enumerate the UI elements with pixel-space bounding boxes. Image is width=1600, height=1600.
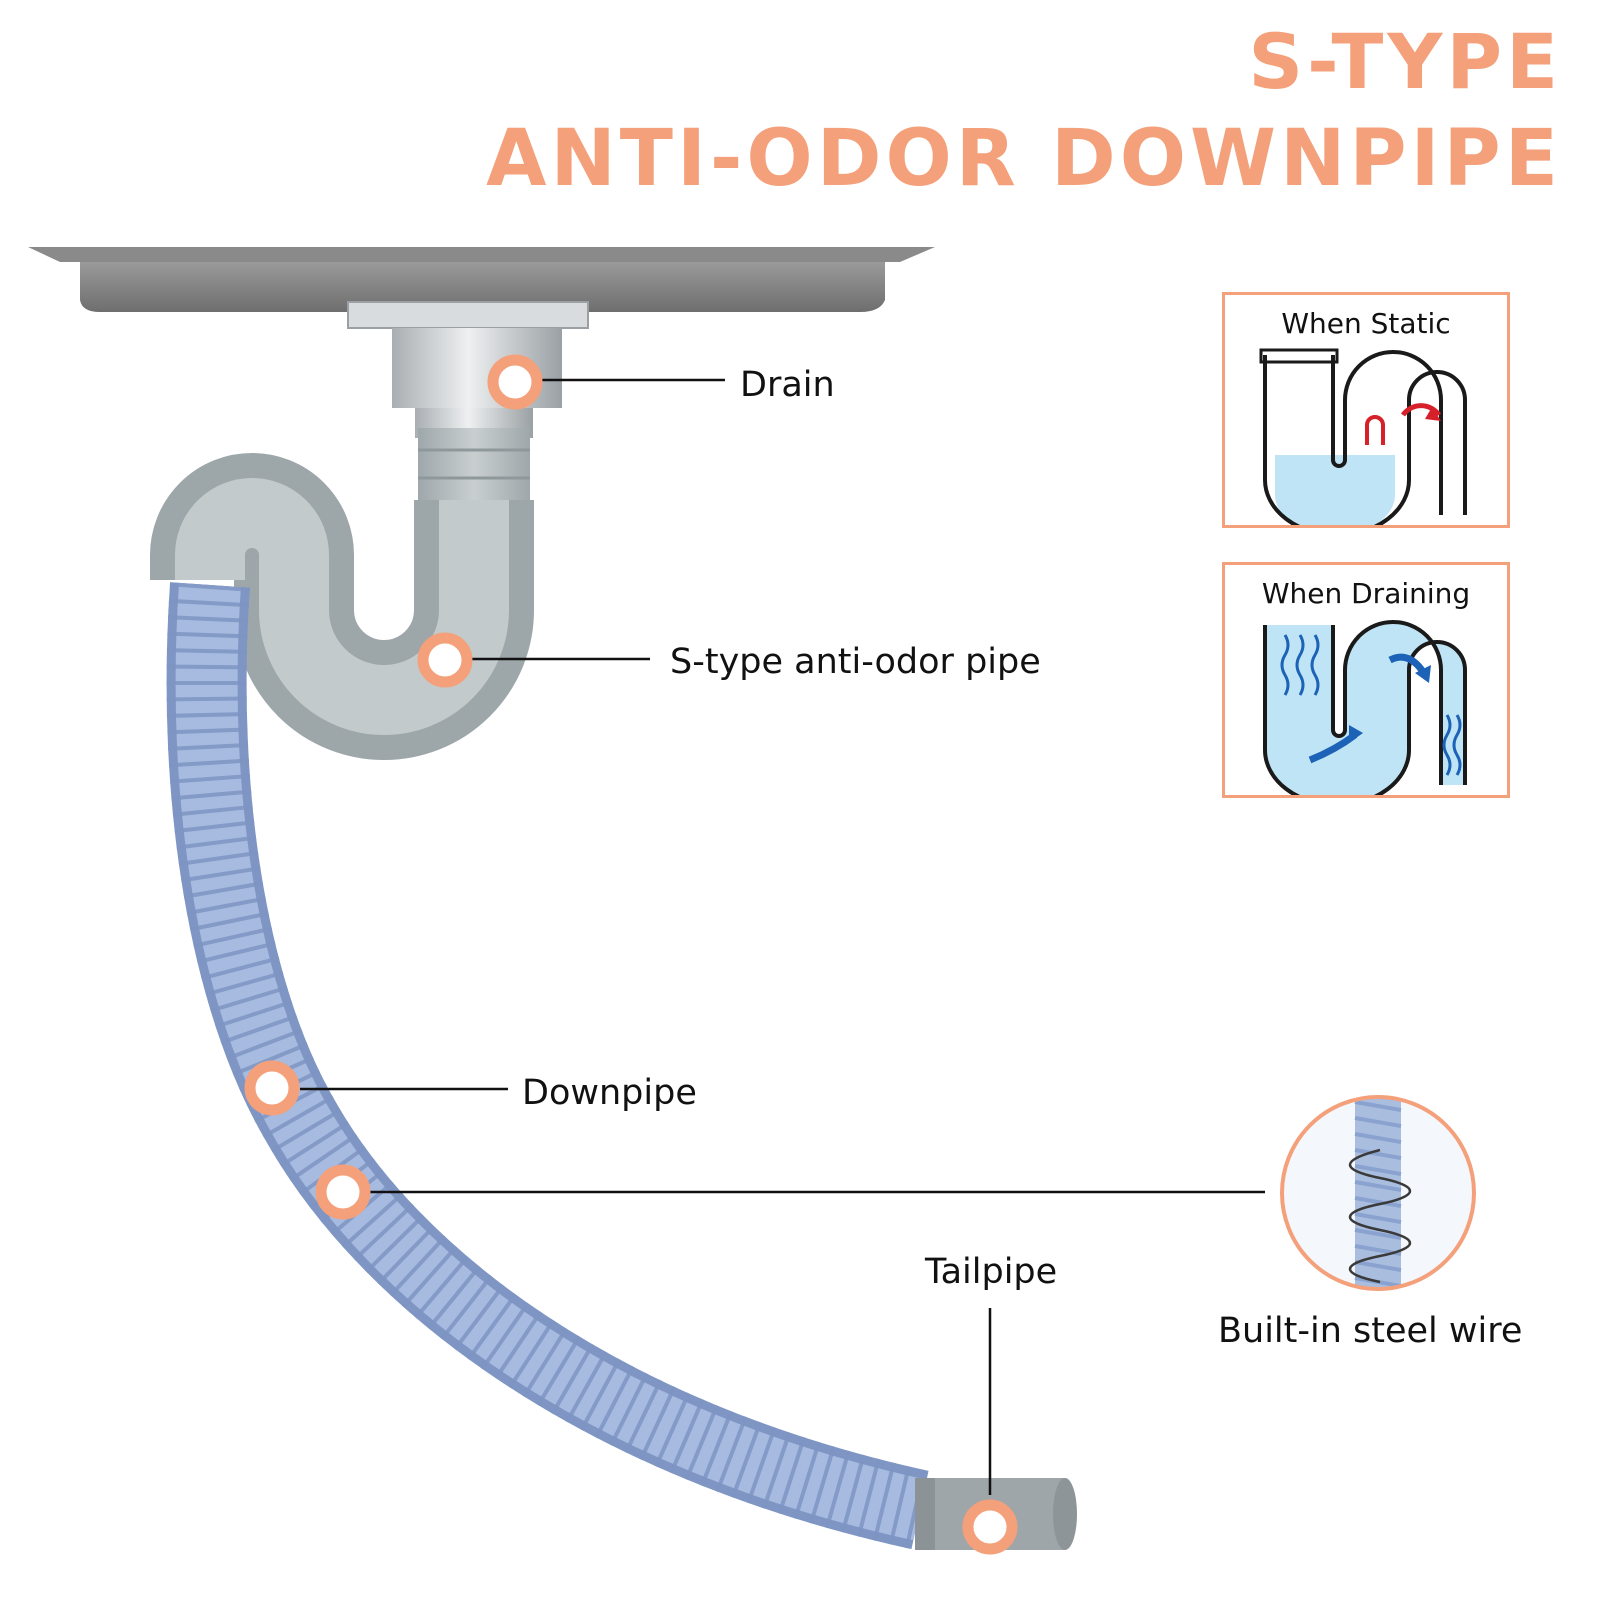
panel-when-static: When Static xyxy=(1222,292,1510,528)
marker-drain xyxy=(487,354,543,410)
steel-wire-spring-icon xyxy=(1280,1095,1476,1291)
panel-draining-title: When Draining xyxy=(1261,577,1471,610)
label-s-type-pipe: S-type anti-odor pipe xyxy=(670,642,1041,682)
downpipe-hose xyxy=(166,582,929,1550)
label-drain: Drain xyxy=(740,365,835,405)
sink-basin xyxy=(28,247,935,312)
label-tailpipe: Tailpipe xyxy=(925,1252,1058,1292)
panel-static-title: When Static xyxy=(1281,307,1451,340)
title-line-1: S-TYPE xyxy=(1248,17,1562,106)
label-downpipe: Downpipe xyxy=(522,1073,697,1113)
label-steel-wire: Built-in steel wire xyxy=(1218,1311,1523,1351)
leader-lines xyxy=(300,378,1265,1495)
marker-steel-wire xyxy=(315,1164,371,1220)
panel-when-draining: When Draining xyxy=(1222,562,1510,798)
drain-body xyxy=(347,301,589,508)
marker-downpipe xyxy=(244,1060,300,1116)
water-trap-static-icon xyxy=(1259,348,1467,525)
water-trap-draining-icon xyxy=(1263,620,1467,795)
marker-tailpipe xyxy=(962,1499,1018,1555)
marker-s-type-pipe xyxy=(417,632,473,688)
title-line-2: ANTI-ODOR DOWNPIPE xyxy=(486,114,1562,204)
